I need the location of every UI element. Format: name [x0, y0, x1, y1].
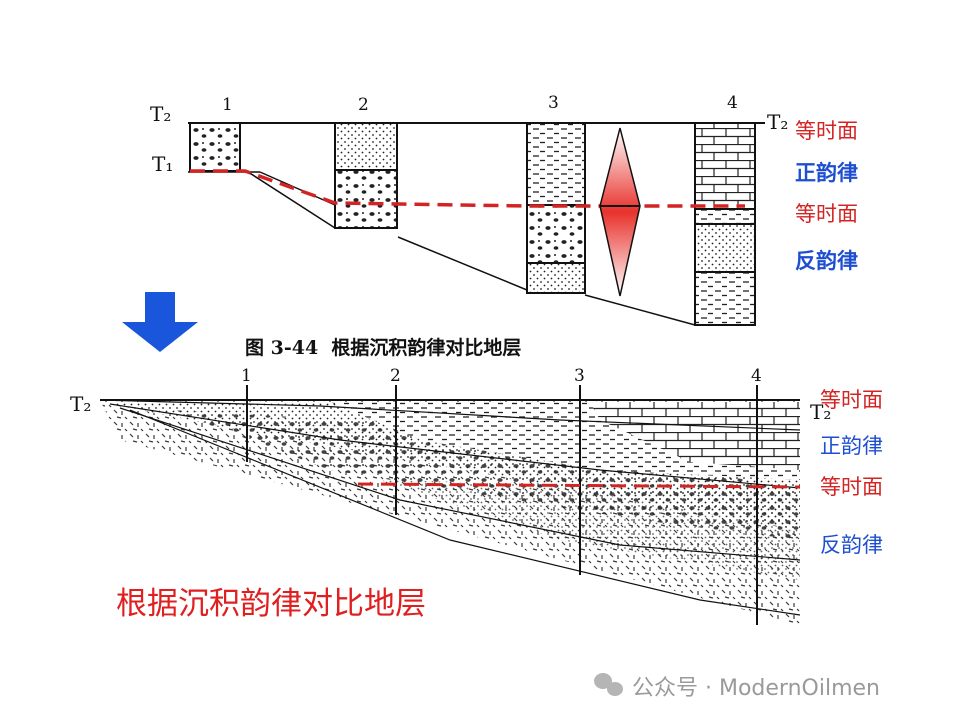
isochron-dashed-line-bottom	[357, 482, 801, 489]
column-3	[526, 122, 586, 294]
t2-right-label: T₂	[767, 110, 789, 134]
bottom-section-diagram	[99, 385, 801, 625]
bottom-t2-label: T₂	[70, 392, 92, 416]
bottom-well-number-3: 3	[574, 366, 585, 386]
bottom-isochron-label-top: 等时面	[820, 388, 883, 412]
column-4	[694, 122, 756, 326]
rhythm-diamond-icon	[599, 127, 641, 297]
well-number-3: 3	[548, 93, 559, 113]
watermark-text: 公众号 · ModernOilmen	[632, 676, 880, 701]
bottom-well-number-2: 2	[390, 366, 401, 386]
bottom-isochron-label-mid: 等时面	[820, 475, 883, 499]
wechat-icon	[594, 673, 623, 696]
bottom-well-number-4: 4	[751, 366, 762, 386]
top-section-diagram	[188, 122, 765, 326]
bottom-inverse-rhythm-label: 反韵律	[820, 533, 883, 557]
isochron-label-mid: 等时面	[795, 202, 858, 226]
positive-rhythm-label: 正韵律	[795, 161, 858, 185]
isochron-label-top: 等时面	[795, 119, 858, 143]
t1-label: T₁	[152, 152, 174, 176]
down-arrow-icon	[122, 292, 198, 352]
bottom-title: 根据沉积韵律对比地层	[116, 586, 426, 622]
well-number-4: 4	[727, 93, 738, 113]
bottom-well-number-1: 1	[241, 366, 252, 386]
t2-label: T₂	[150, 102, 172, 126]
figure-caption: 图 3-44 根据沉积韵律对比地层	[245, 337, 522, 359]
well-number-1: 1	[222, 95, 233, 115]
bottom-positive-rhythm-label: 正韵律	[820, 434, 883, 458]
bottom-t2-right-label: T₂	[810, 400, 832, 424]
well-number-2: 2	[358, 95, 369, 115]
column-1	[189, 122, 241, 172]
inverse-rhythm-label: 反韵律	[795, 249, 858, 273]
column-2	[334, 122, 398, 229]
